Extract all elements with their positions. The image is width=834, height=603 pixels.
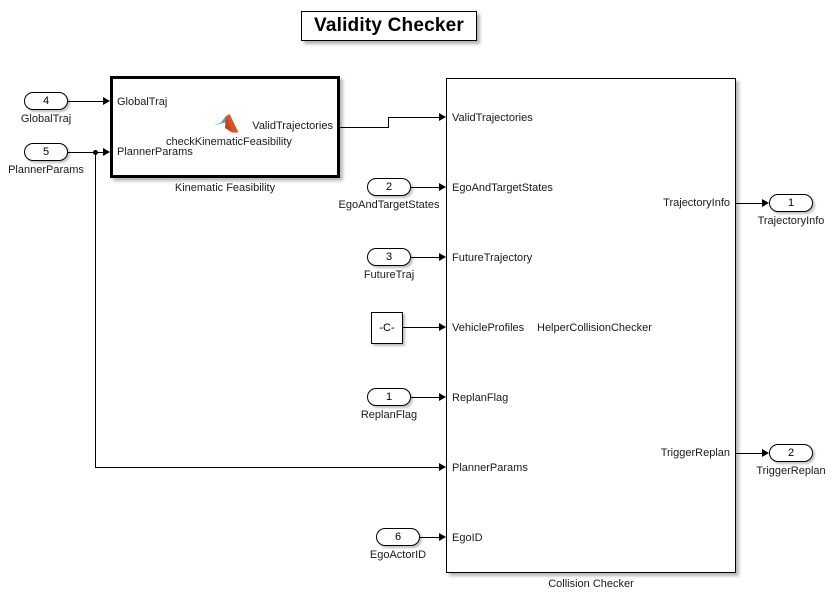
wire-vehicleprofiles bbox=[403, 327, 439, 328]
arrow-collision-futuretrajectory bbox=[439, 253, 446, 261]
inport-caption-plannerparams: PlannerParams bbox=[8, 164, 84, 176]
diagram-title-annotation: Validity Checker bbox=[301, 11, 477, 41]
outport-caption-triggerreplan: TriggerReplan bbox=[756, 465, 826, 477]
inport-egoandtargetstates[interactable]: 2 bbox=[367, 178, 411, 196]
inport-globaltraj[interactable]: 4 bbox=[24, 92, 68, 110]
kinematic-function-name: checkKinematicFeasibility bbox=[166, 136, 292, 148]
wire-validtrajectories-riser bbox=[388, 117, 389, 128]
block-collision-checker[interactable] bbox=[446, 78, 736, 573]
kinematic-input-label-plannerparams: PlannerParams bbox=[117, 146, 193, 158]
inport-egoactorid-number: 6 bbox=[394, 530, 402, 543]
collision-input-label-vehicleprofiles: VehicleProfiles bbox=[452, 322, 525, 334]
block-caption-collision-checker: Collision Checker bbox=[548, 578, 634, 590]
wire-plannerparams-branch-vertical bbox=[95, 152, 96, 467]
inport-caption-egoactorid: EgoActorID bbox=[369, 549, 427, 561]
collision-input-label-validtrajectories: ValidTrajectories bbox=[452, 112, 533, 124]
collision-input-label-egoandtargetstates: EgoAndTargetStates bbox=[452, 182, 553, 194]
wire-egoandtargetstates bbox=[411, 187, 439, 188]
inport-globaltraj-number: 4 bbox=[42, 94, 50, 107]
arrow-kinematic-globaltraj bbox=[103, 97, 110, 105]
inport-caption-replanflag: ReplanFlag bbox=[360, 409, 418, 421]
kinematic-output-label-validtrajectories: ValidTrajectories bbox=[252, 120, 333, 132]
matlab-function-icon bbox=[212, 113, 240, 135]
collision-input-label-plannerparams: PlannerParams bbox=[452, 462, 528, 474]
wire-validtrajectories-seg1 bbox=[340, 127, 388, 128]
block-kinematic-feasibility[interactable] bbox=[110, 76, 340, 178]
inport-replanflag[interactable]: 1 bbox=[367, 388, 411, 406]
collision-input-label-futuretrajectory: FutureTrajectory bbox=[452, 252, 533, 264]
wire-validtrajectories-seg2 bbox=[388, 117, 439, 118]
wire-replanflag bbox=[411, 397, 439, 398]
inport-caption-globaltraj: GlobalTraj bbox=[20, 113, 72, 125]
collision-input-label-egoid: EgoID bbox=[452, 532, 483, 544]
arrow-outport-triggerreplan bbox=[762, 449, 769, 457]
arrow-collision-plannerparams bbox=[439, 463, 446, 471]
wire-plannerparams-branch-horizontal bbox=[95, 467, 439, 468]
kinematic-input-label-globaltraj: GlobalTraj bbox=[117, 96, 168, 108]
arrow-collision-egoid bbox=[439, 533, 446, 541]
page-title: Validity Checker bbox=[314, 15, 464, 36]
arrow-collision-replanflag bbox=[439, 393, 446, 401]
wire-futuretrajectory bbox=[411, 257, 439, 258]
wire-globaltraj bbox=[68, 101, 103, 102]
arrow-collision-vehicleprofiles bbox=[439, 323, 446, 331]
inport-plannerparams-number: 5 bbox=[42, 145, 50, 158]
arrow-collision-validtrajectories bbox=[439, 113, 446, 121]
vehicle-profiles-constant-block[interactable]: -C- bbox=[371, 312, 403, 344]
inport-caption-futuretraj: FutureTraj bbox=[363, 269, 415, 281]
collision-output-label-triggerreplan: TriggerReplan bbox=[660, 447, 730, 459]
inport-egoandtargetstates-number: 2 bbox=[385, 180, 393, 193]
wire-plannerparams-main bbox=[68, 152, 103, 153]
collision-output-label-trajectoryinfo: TrajectoryInfo bbox=[663, 197, 730, 209]
collision-function-name: HelperCollisionChecker bbox=[537, 322, 652, 334]
constant-value: -C- bbox=[379, 322, 395, 334]
arrow-collision-egoandtargetstates bbox=[439, 183, 446, 191]
outport-triggerreplan-number: 2 bbox=[787, 446, 795, 459]
wire-egoid bbox=[420, 537, 439, 538]
inport-plannerparams[interactable]: 5 bbox=[24, 143, 68, 161]
collision-input-label-replanflag: ReplanFlag bbox=[452, 392, 509, 404]
inport-futuretraj[interactable]: 3 bbox=[367, 248, 411, 266]
outport-trajectoryinfo-number: 1 bbox=[787, 196, 795, 209]
inport-caption-egoandtargetstates: EgoAndTargetStates bbox=[338, 199, 440, 211]
inport-futuretraj-number: 3 bbox=[385, 250, 393, 263]
outport-triggerreplan[interactable]: 2 bbox=[769, 444, 813, 462]
outport-caption-trajectoryinfo: TrajectoryInfo bbox=[757, 215, 825, 227]
arrow-outport-trajectoryinfo bbox=[762, 199, 769, 207]
outport-trajectoryinfo[interactable]: 1 bbox=[769, 194, 813, 212]
inport-replanflag-number: 1 bbox=[385, 390, 393, 403]
block-caption-kinematic-feasibility: Kinematic Feasibility bbox=[174, 182, 276, 194]
inport-egoactorid[interactable]: 6 bbox=[376, 528, 420, 546]
arrow-kinematic-plannerparams bbox=[103, 148, 110, 156]
wire-trajectoryinfo-out bbox=[736, 203, 762, 204]
wire-triggerreplan-out bbox=[736, 453, 762, 454]
